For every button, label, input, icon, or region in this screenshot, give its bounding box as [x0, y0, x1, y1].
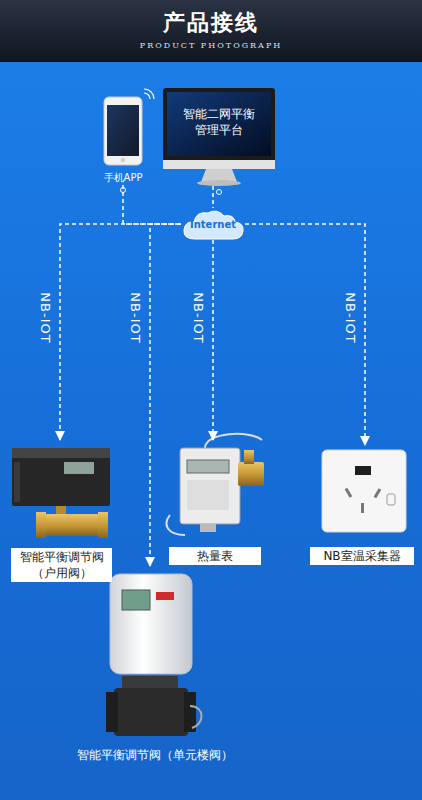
nbiot-connector	[245, 224, 365, 445]
collector-node: NB室温采集器	[308, 445, 416, 565]
node-label: 智能平衡调节阀（单元楼阀）	[77, 747, 233, 763]
nbiot-connector	[150, 224, 181, 566]
node-label: 智能平衡调节阀 （户用阀）	[11, 548, 112, 582]
nbiot-connector	[60, 224, 181, 440]
edge-label: NB-IOT	[191, 292, 206, 343]
node-label: NB室温采集器	[310, 547, 414, 565]
phone-node: 手机APP	[98, 95, 148, 185]
cloud-node: Internet	[181, 208, 245, 240]
platform-node: 智能二网平衡 管理平台	[163, 88, 275, 186]
building-valve-illustration	[106, 574, 202, 736]
node-label: Internet	[190, 218, 236, 232]
subtitle: PRODUCT PHOTOGRAPH	[0, 41, 422, 50]
household-valve-illustration	[12, 448, 110, 538]
nbiot-connector	[123, 185, 181, 224]
edge-label: NB-IOT	[38, 292, 53, 343]
cloud-outline	[184, 211, 243, 239]
temperature-collector-illustration	[322, 450, 406, 532]
node-label: 热量表	[169, 547, 261, 565]
phone-illustration	[104, 89, 154, 193]
edge-label: NB-IOT	[128, 292, 143, 343]
meter-node: 热量表	[160, 440, 270, 565]
node-label: 手机APP	[104, 171, 143, 185]
valve-node: 智能平衡调节阀 （户用阀）	[8, 440, 115, 582]
edge-label: NB-IOT	[343, 292, 358, 343]
monitor-illustration	[163, 88, 275, 195]
node-label: 智能二网平衡 管理平台	[177, 106, 261, 138]
page-title: 产品接线	[0, 8, 422, 38]
nbiot-connector	[212, 240, 214, 440]
valve-node: 智能平衡调节阀（单元楼阀）	[40, 566, 270, 763]
nbiot-connector	[212, 186, 214, 208]
heat-meter-illustration	[166, 434, 264, 535]
